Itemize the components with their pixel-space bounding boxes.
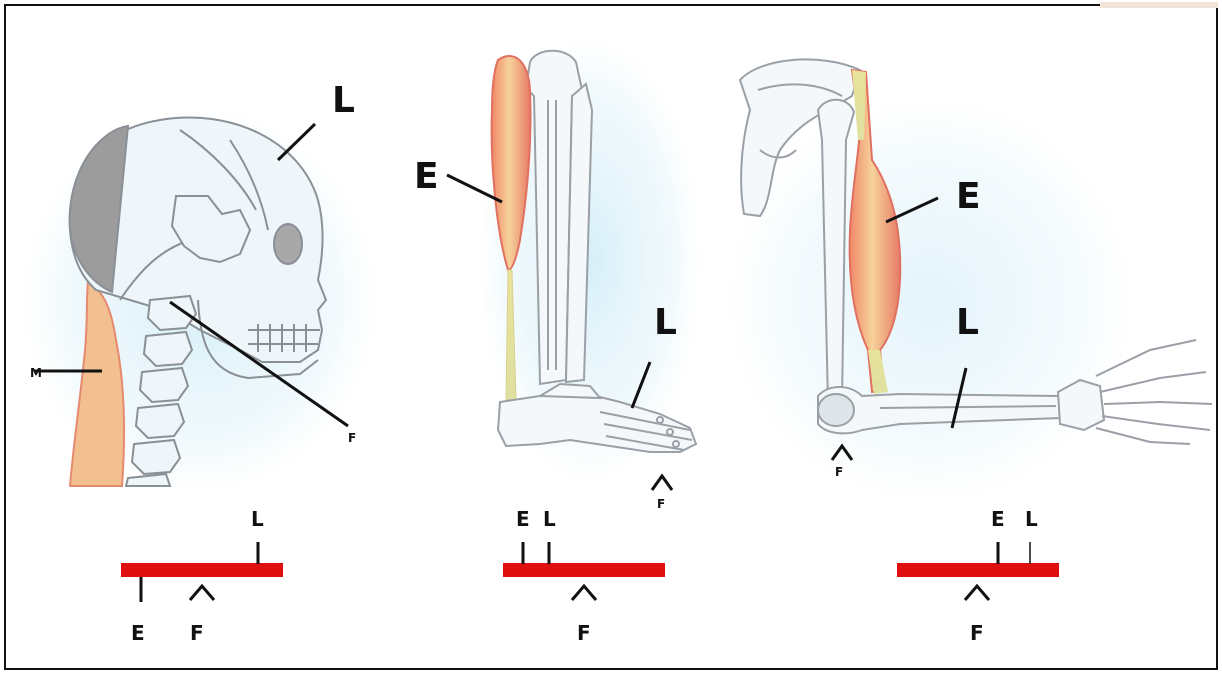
head-panel: L M F L E F bbox=[25, 80, 375, 645]
head-lever-load-label: L bbox=[251, 507, 264, 531]
arm-fulcrum-label: F bbox=[835, 465, 843, 479]
foot-lever-load-label: L bbox=[543, 507, 556, 531]
arm-lever-bar bbox=[897, 563, 1059, 577]
foot-fulcrum-label: F bbox=[657, 497, 665, 511]
arm-lever-effort-label: E bbox=[991, 507, 1005, 531]
foot-panel: E L F E L F bbox=[414, 40, 700, 645]
foot-lever-bar bbox=[503, 563, 665, 577]
arm-panel: E L F E L F bbox=[730, 59, 1212, 645]
eye-socket bbox=[274, 224, 302, 264]
head-fulcrum-label: F bbox=[348, 431, 356, 445]
arm-lever-schematic: E L F bbox=[897, 507, 1059, 645]
arm-lever-fulcrum-label: F bbox=[970, 621, 984, 645]
arm-glow bbox=[730, 100, 1130, 500]
head-lever-effort-label: E bbox=[131, 621, 145, 645]
foot-effort-label: E bbox=[414, 156, 439, 197]
head-lever-fulcrum-label: F bbox=[190, 621, 204, 645]
foot-load-label: L bbox=[654, 302, 677, 343]
foot-fulcrum-pointer bbox=[652, 476, 672, 490]
arm-lever-fulcrum-mark bbox=[965, 586, 989, 600]
foot-lever-effort-label: E bbox=[516, 507, 530, 531]
foot-lever-fulcrum-label: F bbox=[577, 621, 591, 645]
head-lever-schematic: L E F bbox=[121, 507, 283, 645]
head-muscle-label: M bbox=[30, 366, 42, 380]
foot-lever-fulcrum-mark bbox=[572, 586, 596, 600]
arm-load-label: L bbox=[956, 302, 979, 343]
head-lever-bar bbox=[121, 563, 283, 577]
arm-effort-label: E bbox=[956, 176, 981, 217]
arm-lever-load-label: L bbox=[1025, 507, 1038, 531]
head-load-label: L bbox=[332, 80, 355, 121]
head-lever-fulcrum-mark bbox=[190, 586, 214, 600]
foot-lever-schematic: E L F bbox=[503, 507, 665, 645]
